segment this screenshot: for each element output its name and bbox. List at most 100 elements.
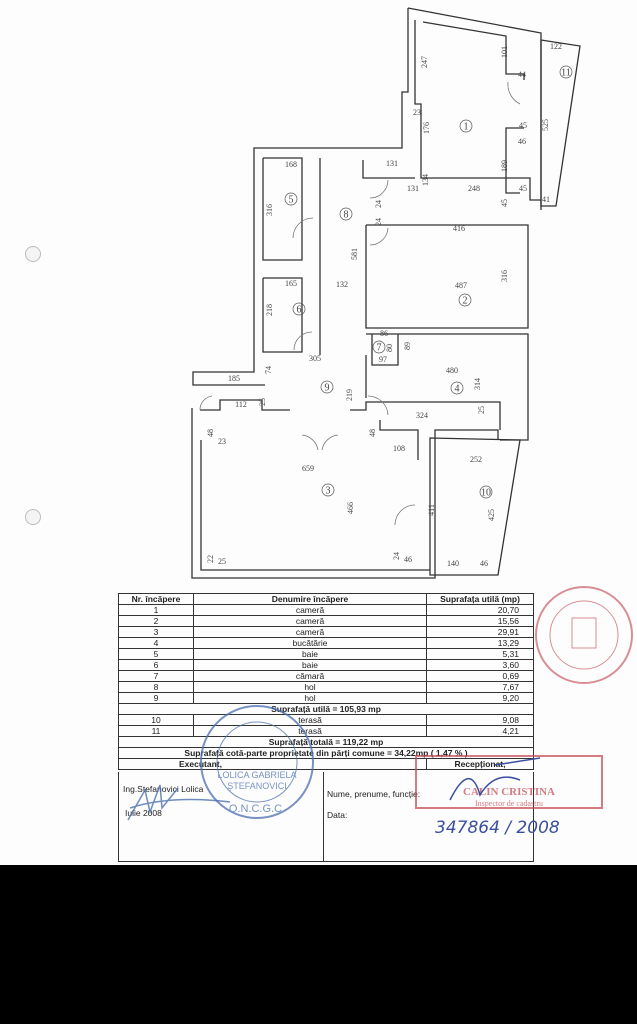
dimension-label: 324 — [416, 411, 428, 420]
blue-signature — [127, 784, 231, 821]
dimension-label: 46 — [518, 137, 526, 146]
dimension-label: 44 — [518, 70, 526, 79]
red-rect-stamp: CALIN CRISTINA Inspector de cadastru — [415, 755, 603, 809]
room-number-circle — [321, 483, 335, 497]
dimension-label: 80 — [385, 344, 394, 352]
dimension-label: 252 — [470, 455, 482, 464]
dimension-label: 46 — [404, 555, 412, 564]
dimension-label: 24 — [392, 552, 401, 560]
dimension-label: 140 — [447, 559, 459, 568]
dimension-label: 487 — [455, 281, 467, 290]
room-number-circle — [459, 119, 473, 133]
svg-text:ȘTEFANOVICI: ȘTEFANOVICI — [227, 781, 287, 791]
punch-hole — [25, 509, 41, 525]
room-number: 5 — [289, 195, 294, 206]
dimension-label: 185 — [228, 374, 240, 383]
dimension-label: 219 — [345, 389, 354, 401]
receptionat-label: Recepționat, — [426, 758, 534, 770]
doors — [199, 81, 521, 526]
dimension-label: 411 — [427, 504, 436, 516]
dimension-label: 132 — [336, 280, 348, 289]
dimension-label: 247 — [420, 56, 429, 68]
dimension-label: 480 — [446, 366, 458, 375]
room-number: 2 — [463, 296, 468, 307]
area-table: Nr. încăpere Denumire încăpere Suprafața… — [118, 593, 534, 770]
red-round-stamp — [535, 586, 633, 684]
dimension-label: 41 — [542, 195, 550, 204]
dimension-label: 23 — [413, 108, 421, 117]
dimension-label: 218 — [265, 304, 274, 316]
dimension-label: 97 — [379, 355, 387, 364]
room-number-circle — [292, 302, 306, 316]
room-number: 10 — [481, 488, 491, 499]
signature-area: Ing.Stefanovici Lolica Iulie 2008 Nume, … — [118, 772, 534, 862]
handwritten-registration-number: 347864 / 2008 — [435, 818, 560, 838]
room-number-circle — [559, 65, 573, 79]
dimension-label: 101 — [500, 46, 509, 58]
room-number: 7 — [377, 343, 382, 354]
dimension-label: 86 — [380, 329, 388, 338]
room-number: 3 — [326, 486, 331, 497]
svg-text:O.N.C.G.C.: O.N.C.G.C. — [229, 803, 285, 815]
room-number: 4 — [455, 384, 460, 395]
room-number-circle — [339, 207, 353, 221]
dimension-label: 48 — [368, 429, 377, 437]
dimension-label: 45 — [500, 199, 509, 207]
room-number-circle — [479, 485, 493, 499]
red-stamp-signature — [449, 757, 541, 801]
dimension-label: 23 — [218, 437, 226, 446]
dimension-label: 45 — [519, 121, 527, 130]
dimension-label: 48 — [206, 429, 215, 437]
dimension-label: 189 — [500, 160, 509, 172]
dimension-label: 45 — [519, 184, 527, 193]
dimension-label: 89 — [403, 342, 412, 350]
dimension-label: 659 — [302, 464, 314, 473]
dimension-label: 165 — [285, 279, 297, 288]
executant-date: Iulie 2008 — [125, 808, 162, 818]
dimension-label: 22 — [206, 555, 215, 563]
dimension-label: 46 — [480, 559, 488, 568]
room-number: 6 — [297, 305, 302, 316]
svg-text:CALIN CRISTINA: CALIN CRISTINA — [463, 786, 555, 798]
stamps-layer: LOLICA GABRIELA ȘTEFANOVICI O.N.C.G.C. C… — [127, 586, 633, 838]
room-number: 8 — [344, 210, 349, 221]
name-label: Nume, prenume, funcție: — [327, 789, 421, 799]
dimension-label: 25 — [218, 557, 226, 566]
room-number: 9 — [325, 383, 330, 394]
dimension-label: 525 — [541, 119, 550, 131]
dimension-label: 466 — [346, 502, 355, 514]
dimension-label: 112 — [235, 400, 247, 409]
dimension-label: 131 — [386, 159, 398, 168]
dimension-label: 316 — [265, 204, 274, 216]
dimension-label: 24 — [374, 218, 383, 226]
dimension-label: 131 — [407, 184, 419, 193]
dimension-label: 176 — [422, 122, 431, 134]
dimension-label: 25 — [258, 398, 267, 406]
engineer-name: Ing.Stefanovici Lolica — [123, 784, 204, 794]
blue-stamp: LOLICA GABRIELA ȘTEFANOVICI O.N.C.G.C. — [200, 705, 314, 819]
dimension-label: 25 — [477, 406, 486, 414]
room-number-circle — [458, 293, 472, 307]
svg-text:LOLICA GABRIELA: LOLICA GABRIELA — [217, 770, 296, 780]
walls — [191, 7, 581, 579]
data-label: Data: — [327, 810, 348, 820]
room-number: 11 — [561, 68, 571, 79]
dimension-label: 24 — [374, 200, 383, 208]
room-number-circle — [284, 192, 298, 206]
dimension-label: 122 — [550, 42, 562, 51]
dimension-label: 134 — [421, 174, 430, 186]
dimension-label: 108 — [393, 444, 405, 453]
room-number-circle — [450, 381, 464, 395]
dimension-label: 305 — [309, 354, 321, 363]
dimension-label: 316 — [500, 270, 509, 282]
punch-hole — [25, 246, 41, 262]
room-number-circle — [372, 340, 386, 354]
room-number-circle — [320, 380, 334, 394]
dimension-label: 416 — [453, 224, 465, 233]
svg-text:Inspector de cadastru: Inspector de cadastru — [475, 799, 543, 808]
